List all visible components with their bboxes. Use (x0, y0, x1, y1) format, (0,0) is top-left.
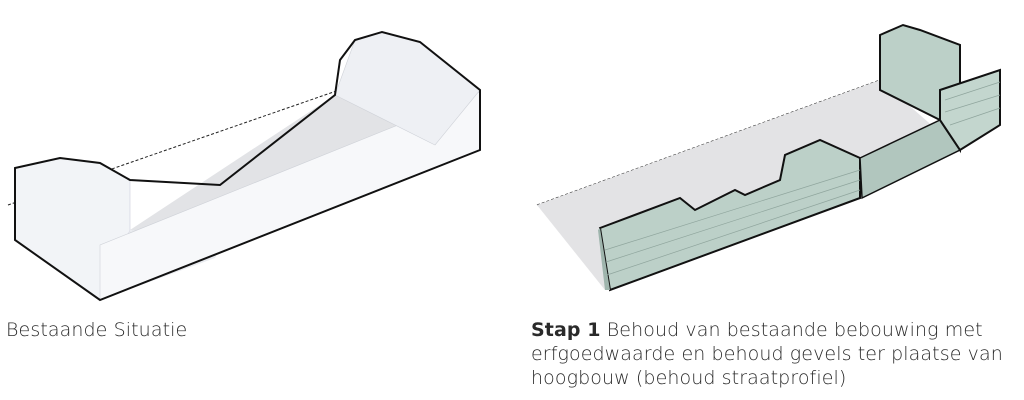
floor-lines (604, 81, 1001, 276)
caption-existing: Bestaande Situatie (6, 319, 188, 341)
retained-tower-front (939, 68, 1001, 152)
step1-model (536, 23, 1001, 292)
low-block-side (598, 228, 610, 290)
caption-step1-label: Stap 1 (531, 319, 601, 341)
site-boundary-dashed (7, 87, 346, 206)
caption-step1-text: Behoud van bestaande bebouwing met erfgo… (531, 319, 1003, 389)
caption-step1: Stap 1 Behoud van bestaande bebouwing me… (531, 318, 1021, 390)
outline (14, 30, 481, 302)
retained-low-block (598, 138, 861, 292)
existing-situation-model (7, 30, 481, 302)
site-area (537, 80, 960, 290)
